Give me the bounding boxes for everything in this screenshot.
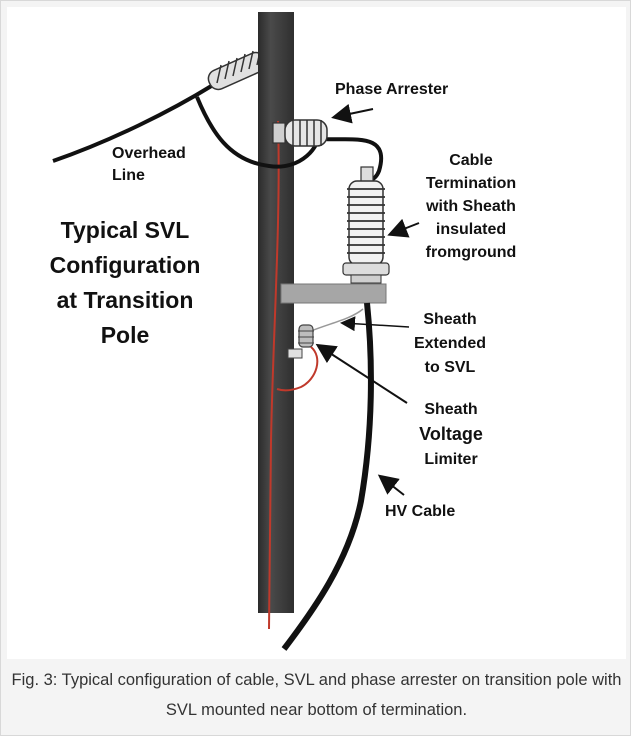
termination-bracket [280, 283, 387, 304]
label-sheath-extended: Sheath Extended to SVL [413, 311, 486, 376]
arrow-cable-termination [387, 218, 420, 238]
arrow-hv-cable [377, 474, 405, 496]
phase-arrester [272, 119, 328, 147]
svl-diagram [52, 12, 420, 651]
sheath-lead [310, 308, 364, 332]
label-svl: Sheath Voltage Limiter [419, 401, 483, 468]
arrow-svl [315, 343, 408, 404]
label-hv-cable: HV Cable [385, 503, 456, 520]
diagram-title: Typical SVL Configuration at Transition … [49, 217, 201, 348]
hv-cable [281, 302, 374, 651]
label-overhead-line: Overhead Line [112, 145, 186, 184]
arrow-phase-arrester [331, 103, 374, 124]
label-phase-arrester: Phase Arrester [335, 81, 449, 98]
cable-termination [342, 166, 390, 284]
label-cable-termination: Cable Termination with Sheath insulated … [425, 152, 517, 261]
figure-panel [7, 7, 626, 659]
ground-wire [268, 120, 280, 630]
overhead-line [52, 83, 215, 163]
figure-caption: Fig. 3: Typical configuration of cable, … [11, 671, 622, 719]
jumper-wire [195, 96, 322, 169]
arrow-sheath-extended [340, 316, 410, 332]
